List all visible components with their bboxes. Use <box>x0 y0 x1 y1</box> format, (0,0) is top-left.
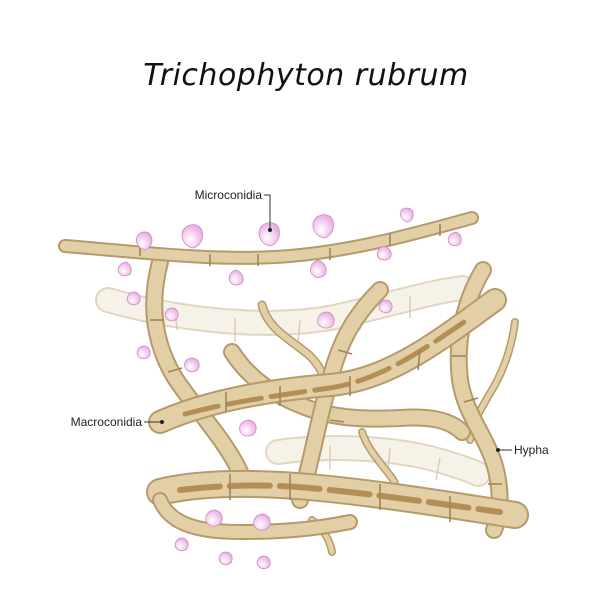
microconidium <box>258 222 280 247</box>
macroconidia-label: Macroconidia <box>71 415 143 429</box>
diagram-title: Trichophyton rubrum <box>143 58 469 93</box>
microconidium <box>126 291 141 306</box>
microconidium <box>228 269 244 286</box>
microconidium <box>164 307 179 322</box>
microconidium <box>378 299 393 314</box>
thin-branches <box>257 300 519 556</box>
microconidium <box>376 245 392 261</box>
microconidium <box>253 513 271 531</box>
microconidium <box>205 509 223 527</box>
hypha-label: Hypha <box>514 443 549 457</box>
microconidium <box>136 345 151 360</box>
microconidium <box>184 357 200 373</box>
microconidium <box>218 551 233 566</box>
microconidium <box>181 224 203 249</box>
hyphae-network <box>58 211 529 541</box>
microconidium <box>117 261 132 277</box>
microconidium <box>239 419 257 437</box>
microconidium <box>447 231 462 247</box>
annotations: Microconidia Macroconidia Hypha <box>71 188 549 457</box>
microconidium <box>135 231 153 251</box>
microconidia-label: Microconidia <box>195 188 263 202</box>
microconidium <box>312 214 334 239</box>
septa <box>139 224 502 522</box>
microconidium <box>310 259 327 278</box>
microconidium <box>256 555 271 570</box>
microconidium <box>174 537 189 552</box>
microconidia-leader <box>264 194 271 228</box>
microconidium <box>399 207 414 223</box>
microconidium <box>317 311 335 329</box>
microconidia-cluster <box>117 207 462 570</box>
